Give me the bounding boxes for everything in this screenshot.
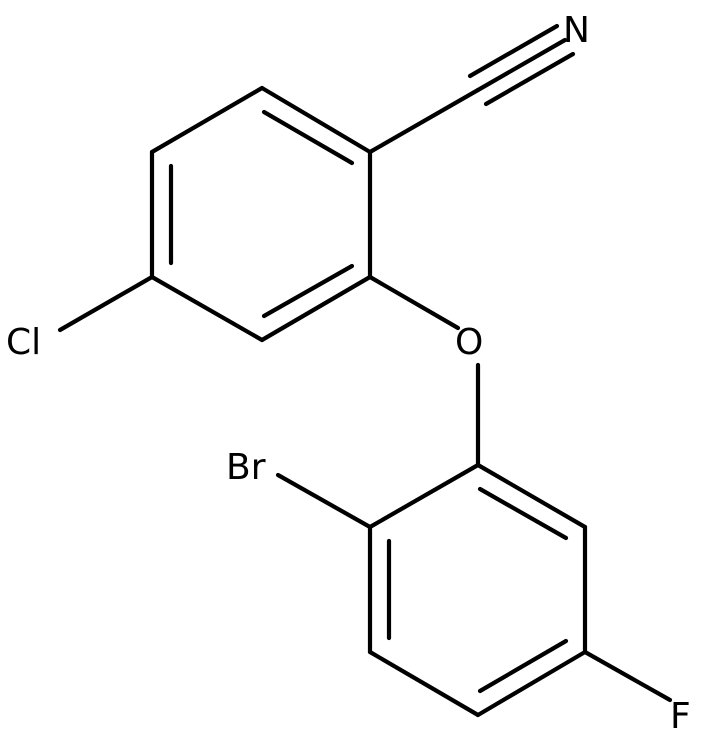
bond-c4-c5 bbox=[149, 274, 265, 343]
atom-label-nitrogen: N bbox=[563, 10, 590, 51]
upper-benzene-ring bbox=[149, 85, 373, 343]
triple-bond-lower bbox=[483, 51, 576, 107]
bond-d3-d4 bbox=[475, 649, 588, 718]
bond-c-br bbox=[275, 472, 373, 530]
bond-d1-d2 bbox=[475, 462, 588, 530]
bond-c1-c2 bbox=[259, 85, 373, 155]
bond-d3-d4-inner bbox=[477, 638, 569, 694]
bond-c-f bbox=[582, 649, 673, 703]
bond-d6-d1 bbox=[367, 462, 481, 530]
bond-c3-c4 bbox=[259, 274, 373, 343]
nitrile-group bbox=[367, 23, 576, 155]
bond-c3-c4-inner bbox=[261, 263, 355, 319]
lower-benzene-ring bbox=[367, 462, 588, 718]
bond-d4-d5 bbox=[367, 649, 481, 718]
triple-bond-upper bbox=[467, 23, 560, 79]
bond-c-cn bbox=[367, 87, 481, 155]
triple-bond-center bbox=[475, 37, 568, 93]
atom-label-oxygen: O bbox=[455, 322, 483, 363]
atom-label-chlorine: Cl bbox=[6, 322, 41, 363]
bond-c-cl bbox=[57, 274, 155, 333]
bond-c6-c1 bbox=[149, 85, 265, 155]
atom-label-fluorine: F bbox=[670, 696, 691, 737]
bond-c-o bbox=[367, 274, 461, 331]
bond-c1-c2-inner bbox=[261, 109, 355, 166]
atom-label-bromine: Br bbox=[226, 447, 266, 488]
ether-linkage bbox=[367, 274, 481, 468]
bond-d1-d2-inner bbox=[477, 486, 569, 541]
